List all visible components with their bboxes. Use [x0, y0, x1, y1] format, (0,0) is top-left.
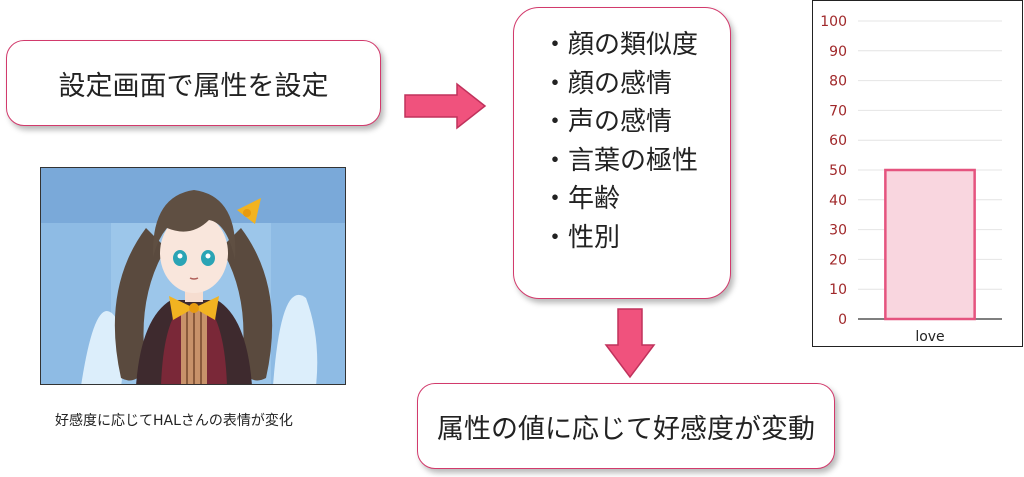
attribute-label: 年齢: [568, 184, 621, 214]
y-tick-label: 0: [838, 312, 847, 328]
bullet-dot: ・: [542, 30, 569, 60]
bullet-dot: ・: [542, 145, 569, 176]
y-tick-label: 50: [829, 163, 847, 179]
attribute-item: ・性別: [542, 219, 730, 258]
y-tick-label: 100: [820, 14, 847, 30]
result-box-text: 属性の値に応じて好感度が変動: [437, 413, 815, 445]
attribute-label: 性別: [568, 222, 621, 253]
y-tick-label: 30: [829, 223, 847, 239]
x-tick-label: love: [915, 329, 944, 345]
character-image: [40, 167, 346, 385]
right-arrow-icon: [404, 82, 487, 130]
y-tick-label: 60: [829, 133, 847, 149]
image-caption: 好感度に応じてHALさんの表情が変化: [55, 413, 293, 429]
y-tick-label: 20: [829, 252, 847, 268]
bar: [884, 168, 976, 321]
chart-svg: 0 10 20 30 40 50 60 70 80 90 100 love: [820, 14, 1002, 345]
setting-box-text: 設定画面で属性を設定: [58, 70, 329, 102]
y-tick-label: 10: [829, 282, 847, 298]
attribute-item: ・声の感情: [542, 103, 730, 142]
attribute-label: 声の感情: [568, 107, 673, 137]
attribute-label: 顔の類似度: [568, 30, 699, 60]
attribute-list-box: ・顔の類似度・顔の感情・声の感情・言葉の極性・年齢・性別: [513, 7, 731, 299]
bullet-dot: ・: [542, 107, 569, 137]
y-tick-label: 90: [829, 44, 847, 60]
attribute-label: 顔の感情: [568, 68, 673, 99]
bullet-dot: ・: [542, 184, 569, 214]
down-arrow-icon: [604, 308, 656, 379]
bullet-dot: ・: [542, 222, 569, 253]
setting-box: 設定画面で属性を設定: [6, 40, 381, 126]
attribute-item: ・年齢: [542, 180, 730, 219]
result-box: 属性の値に応じて好感度が変動: [417, 383, 835, 469]
y-tick-label: 70: [829, 103, 847, 119]
attribute-item: ・顔の類似度: [542, 26, 730, 65]
character-illustration: [41, 168, 345, 384]
y-tick-label: 80: [829, 74, 847, 90]
bullet-dot: ・: [542, 68, 569, 99]
love-chart: 0 10 20 30 40 50 60 70 80 90 100 love: [812, 0, 1023, 347]
attribute-list: ・顔の類似度・顔の感情・声の感情・言葉の極性・年齢・性別: [514, 8, 730, 257]
attribute-label: 言葉の極性: [568, 145, 699, 176]
attribute-item: ・顔の感情: [542, 65, 730, 104]
y-tick-label: 40: [829, 193, 847, 209]
attribute-item: ・言葉の極性: [542, 142, 730, 181]
